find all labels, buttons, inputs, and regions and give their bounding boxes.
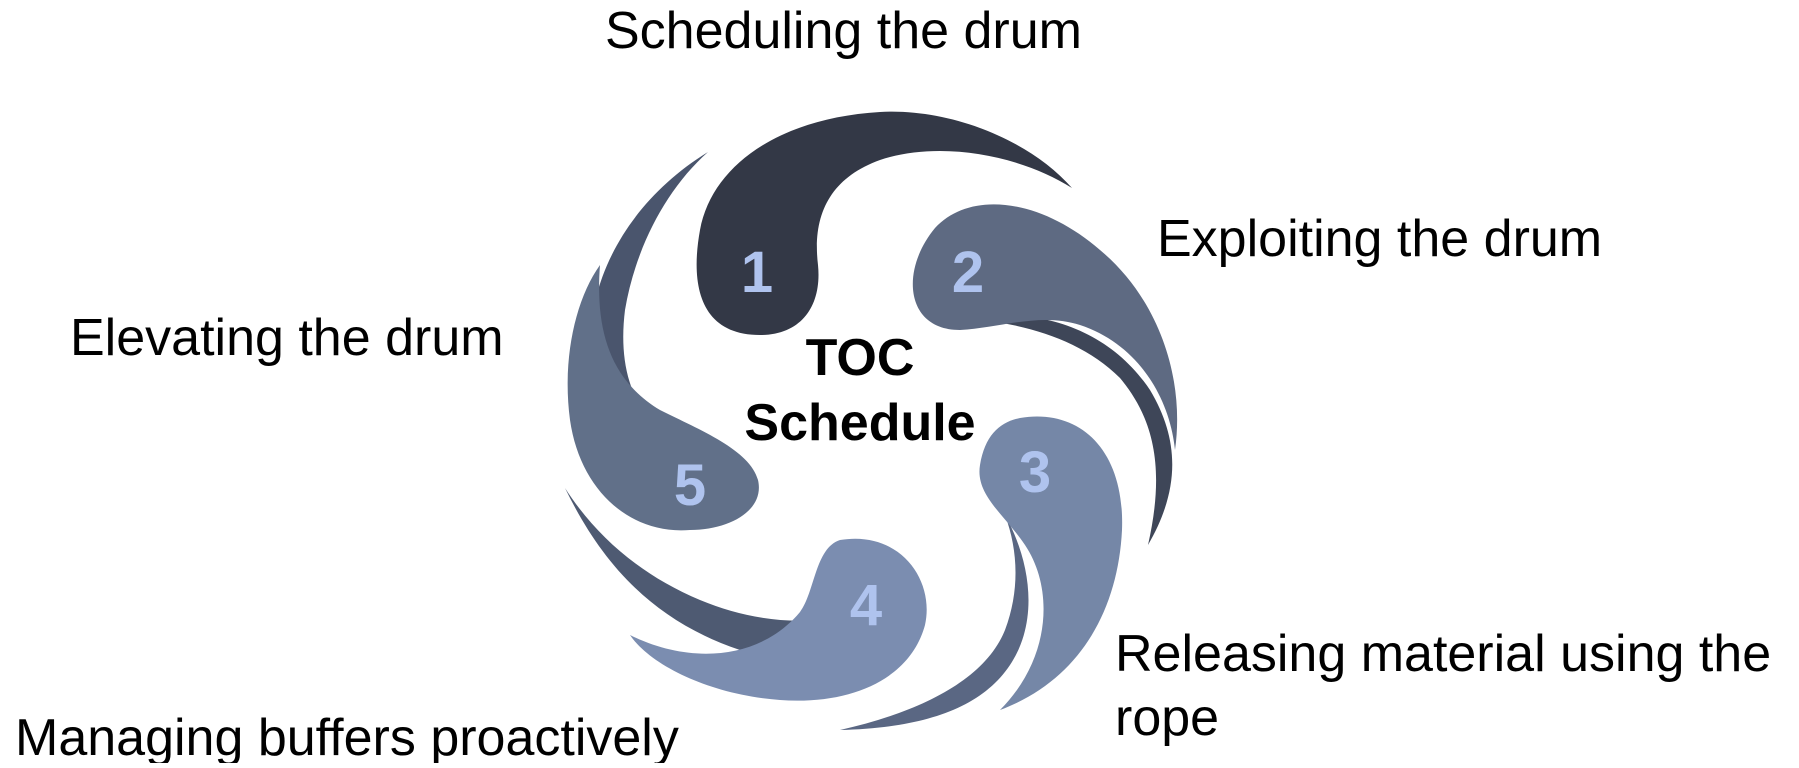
step-5-body xyxy=(567,265,759,531)
step-1-swirl xyxy=(696,111,1072,336)
step-3-tail xyxy=(840,515,1029,730)
step-2-label: Exploiting the drum xyxy=(1157,210,1602,268)
step-2-body xyxy=(912,204,1178,450)
step-5-tail xyxy=(590,152,708,420)
step-1-tail xyxy=(696,111,1072,336)
step-4-tail xyxy=(565,488,885,656)
step-4-number: 4 xyxy=(850,573,882,638)
step-1-label: Scheduling the drum xyxy=(605,2,1082,60)
step-5-label: Elevating the drum xyxy=(70,309,504,367)
step-2-swirl xyxy=(912,204,1178,545)
step-3-swirl xyxy=(840,416,1123,730)
step-1-number: 1 xyxy=(741,240,773,305)
step-5-number: 5 xyxy=(674,453,706,518)
step-5-swirl xyxy=(567,152,759,531)
step-4-label: Managing buffers proactively xyxy=(15,709,679,763)
step-3-label-line1: Releasing material using the xyxy=(1115,625,1771,683)
step-3-body xyxy=(979,416,1123,710)
step-3-number: 3 xyxy=(1019,440,1051,505)
center-title-line1: TOC xyxy=(806,329,915,387)
step-4-swirl xyxy=(565,488,927,701)
step-3-label-line2: rope xyxy=(1115,689,1219,747)
center-title-line2: Schedule xyxy=(744,394,975,452)
step-4-body xyxy=(630,538,927,701)
step-2-number: 2 xyxy=(952,240,984,305)
step-2-tail xyxy=(960,314,1173,545)
